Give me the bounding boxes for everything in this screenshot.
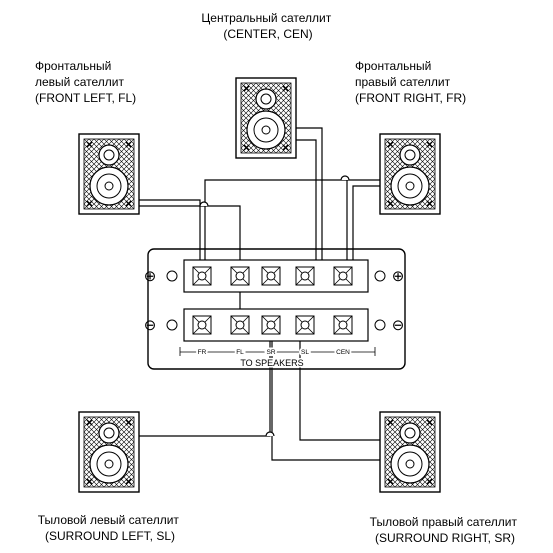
channel-label-sr: SR — [266, 349, 275, 356]
wire-hops — [199, 175, 350, 437]
surround-right-label: Тыловой правый сателлит (SURROUND RIGHT,… — [370, 515, 521, 545]
surround-right-speaker — [379, 411, 441, 493]
terminal-panel: ⊕ ⊖ ⊕ ⊖ FR FL SR SL CEN TO SPEAKERS — [144, 248, 406, 370]
center-label: Центральный сателлит (CENTER, CEN) — [201, 11, 334, 41]
center-speaker — [235, 77, 297, 159]
channel-label-cen: CEN — [336, 349, 350, 356]
front-right-label: Фронтальный правый сателлит (FRONT RIGHT… — [355, 59, 466, 105]
to-speakers-caption: TO SPEAKERS — [240, 358, 303, 368]
channel-label-fr: FR — [198, 349, 207, 356]
surround-left-label: Тыловой левый сателлит (SURROUND LEFT, S… — [38, 513, 183, 543]
minus-right: ⊖ — [392, 317, 405, 334]
minus-left: ⊖ — [144, 317, 157, 334]
front-left-label: Фронтальный левый сателлит (FRONT LEFT, … — [35, 59, 136, 105]
channel-label-sl: SL — [301, 349, 309, 356]
plus-right: ⊕ — [392, 268, 405, 285]
surround-left-speaker — [78, 411, 140, 493]
plus-left: ⊕ — [144, 268, 157, 285]
channel-label-fl: FL — [236, 349, 244, 356]
front-left-speaker — [78, 133, 140, 215]
front-right-speaker — [379, 133, 441, 215]
